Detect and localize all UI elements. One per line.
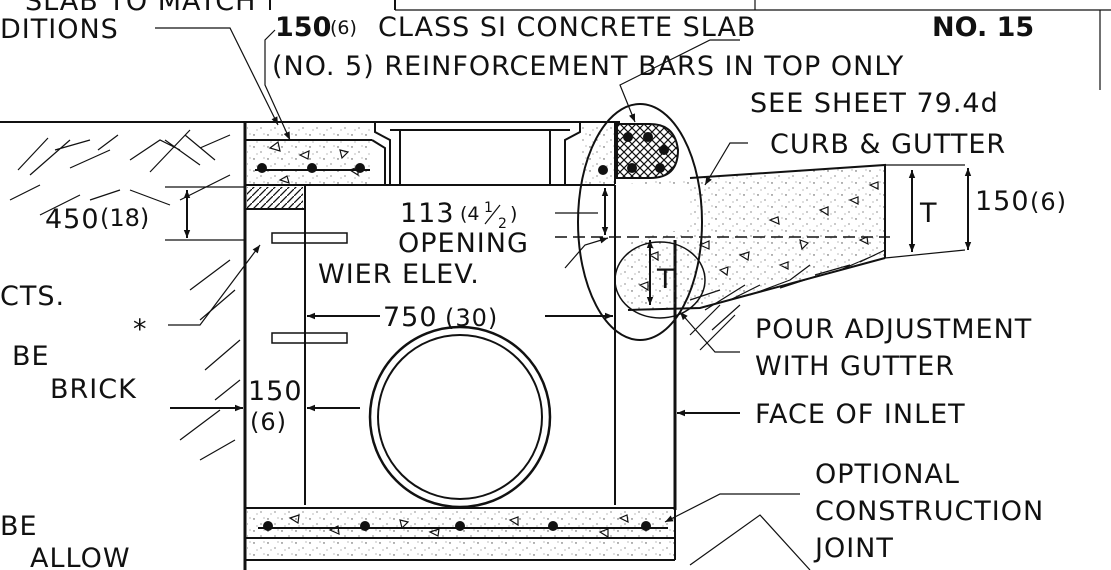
label-joint: JOINT [813, 533, 894, 564]
label-slab-no: NO. 15 [932, 12, 1034, 43]
label-be2: BE [0, 511, 38, 542]
floor-rebar [263, 521, 651, 531]
label-asterisk: * [133, 314, 148, 345]
label-slab-desc: CLASS SI CONCRETE SLAB [378, 12, 756, 43]
label-with-gutter: WITH GUTTER [755, 351, 955, 382]
label-dim-750-in: (30) [445, 304, 498, 332]
label-reinforcement: (NO. 5) REINFORCEMENT BARS IN TOP ONLY [272, 51, 904, 82]
label-conditions: DITIONS [0, 14, 119, 45]
label-dim-150-wall-in: (6) [250, 408, 287, 436]
label-dim-113-paren: (4 [460, 203, 480, 225]
label-optional: OPTIONAL [815, 459, 960, 490]
label-slab-to-match: SLAB TO MATCH [25, 0, 256, 17]
label-dim-150-right: 150 [975, 186, 1030, 217]
dimension-lines [155, 27, 811, 570]
label-paren-close: ) [510, 203, 517, 225]
label-face-of-inlet: FACE OF INLET [755, 399, 966, 430]
labels: SLAB TO MATCH DITIONS 150 (6) CLASS SI C… [0, 0, 1067, 570]
label-dim-113: 113 [400, 198, 455, 229]
label-curb-gutter: CURB & GUTTER [770, 129, 1006, 160]
label-wier-elev: WIER ELEV. [318, 259, 480, 290]
label-frac-top: 1 [484, 200, 493, 216]
label-see-sheet: SEE SHEET 79.4d [750, 88, 999, 119]
label-slab-dim-in: (6) [330, 17, 357, 39]
label-allow: ALLOW [30, 543, 131, 570]
label-dim-450-in: (18) [100, 204, 149, 232]
label-be: BE [12, 341, 50, 372]
label-cts: CTS. [0, 281, 65, 312]
label-t-mid: T [656, 264, 675, 295]
label-frac-bottom: 2 [498, 216, 507, 232]
label-pour-adjustment: POUR ADJUSTMENT [755, 314, 1032, 345]
label-dim-750: 750 [383, 302, 438, 333]
inlet-structure [243, 121, 890, 570]
label-opening: OPENING [398, 228, 529, 259]
label-dim-450: 450 [45, 204, 100, 235]
label-construction: CONSTRUCTION [815, 496, 1044, 527]
label-brick: BRICK [50, 374, 137, 405]
label-t-right: T [919, 198, 938, 229]
label-dim-150-right-in: (6) [1030, 188, 1067, 216]
label-slab-dim: 150 [275, 12, 331, 43]
curb-gutter [577, 103, 972, 341]
top-label-frame [269, 0, 1111, 90]
label-dim-150-wall: 150 [248, 376, 303, 407]
